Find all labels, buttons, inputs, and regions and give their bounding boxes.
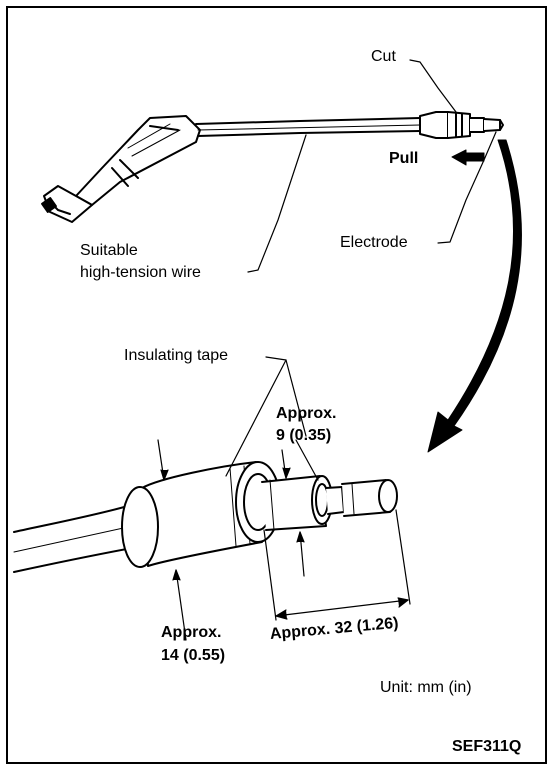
electrode-lower	[325, 479, 398, 517]
cut-label: Cut	[371, 48, 396, 65]
figure-code: SEF311Q	[452, 738, 522, 755]
insulating-tape-large	[121, 461, 281, 568]
approx9-label-line2: 9 (0.35)	[276, 427, 332, 444]
high-tension-wire-top	[195, 117, 421, 137]
pull-label: Pull	[389, 150, 419, 167]
insulating-tape-small	[261, 475, 333, 531]
pull-arrow-icon	[451, 149, 485, 166]
approx14-label-line2: 14 (0.55)	[161, 647, 226, 664]
electrode-tip	[419, 111, 504, 139]
electrode-leader-line	[437, 131, 497, 244]
approx9-label-line1: Approx.	[276, 405, 337, 422]
approx14-label-line1: Approx.	[161, 624, 222, 641]
unit-label: Unit: mm (in)	[380, 679, 472, 696]
cut-leader-line	[409, 59, 457, 113]
figure-frame	[6, 6, 547, 764]
insulating-tape-label: Insulating tape	[124, 347, 229, 364]
curved-arrow-icon	[427, 139, 522, 453]
electrode-label: Electrode	[340, 234, 408, 251]
wire-leader-line	[247, 134, 307, 273]
dimension-lines	[157, 356, 411, 641]
wire-label-line2: high-tension wire	[80, 264, 201, 281]
wire-lower	[13, 505, 133, 573]
wire-label-line1: Suitable	[80, 242, 138, 259]
spark-plug-boot	[41, 115, 201, 223]
